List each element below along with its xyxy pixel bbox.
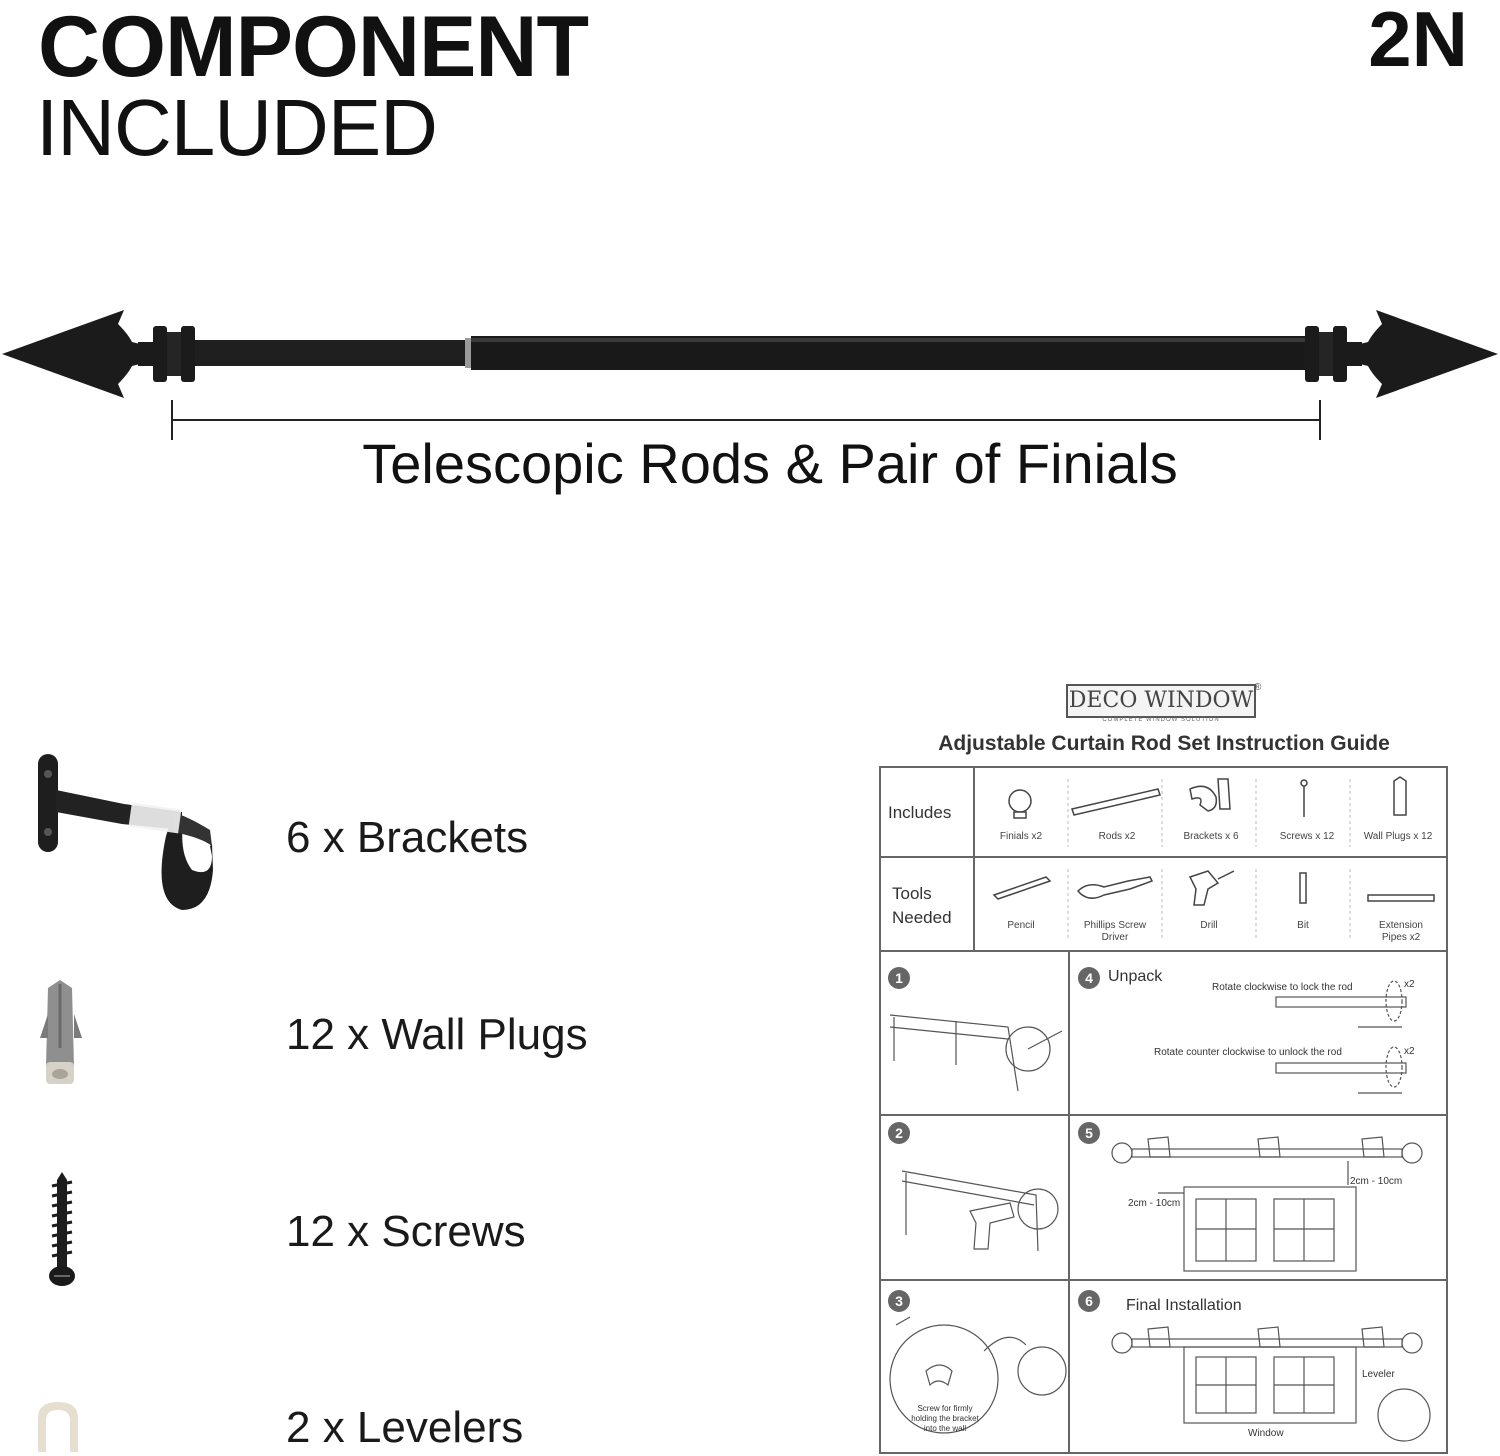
tool-screwdriver-line2: Driver [1101,932,1129,943]
leveler-note: Leveler [1362,1369,1395,1380]
screwdriver-icon [1076,876,1154,899]
include-wall-plugs: Wall Plugs x 12 [1363,831,1433,842]
tools-heading-line2: Needed [892,908,952,927]
drill-icon [1188,870,1220,906]
registered-mark: ® [1254,682,1262,693]
brand-tagline: COMPLETE WINDOW SOLUTION [1102,717,1220,723]
step-6-title: Final Installation [1126,1297,1242,1314]
step-5-badge: 5 [1078,1122,1100,1144]
component-wall-plugs: 12 x Wall Plugs [286,1010,588,1059]
right-finial-icon [1305,310,1498,398]
finial-icon [1008,789,1032,813]
tool-pencil: Pencil [1007,920,1035,931]
tool-extension-line2: Pipes x2 [1381,932,1421,943]
heading-component: COMPONENT [38,0,589,95]
rod-icon [1071,788,1161,816]
dimension-line [171,400,1321,440]
step-4-title: Unpack [1108,968,1163,985]
unlock-times: x2 [1404,1046,1415,1057]
step-2-badge: 2 [888,1122,910,1144]
step-3-badge: 3 [888,1290,910,1312]
pencil-icon [992,876,1052,900]
left-finial-icon [2,310,195,398]
screw-icon [49,1172,75,1286]
include-brackets: Brackets x 6 [1183,831,1239,842]
includes-heading: Includes [888,803,952,822]
step-6-badge: 6 [1078,1290,1100,1312]
component-brackets: 6 x Brackets [286,813,529,862]
step-1-badge: 1 [888,967,910,989]
include-rods: Rods x2 [1098,831,1136,842]
small-bracket-icon [1189,778,1231,812]
rod-joint [465,338,471,368]
rod-inner-left [195,340,465,366]
bit-icon [1299,872,1307,904]
tool-extension-line1: Extension [1379,920,1423,931]
include-screws: Screws x 12 [1279,831,1335,842]
heading-included: INCLUDED [36,83,438,172]
screw-note-line3: into the wall [923,1424,967,1433]
instruction-grid [879,766,1448,1454]
rod-caption: Telescopic Rods & Pair of Finials [362,432,1178,495]
screw-note-line1: Screw for firmly [917,1404,973,1413]
include-finials: Finials x2 [999,831,1043,842]
small-wall-plug-icon [1393,776,1407,816]
bracket-icon [38,754,213,910]
gap-right-note: 2cm - 10cm [1350,1176,1403,1187]
gap-left-note: 2cm - 10cm [1128,1198,1181,1209]
model-code: 2N [1368,0,1468,83]
lock-note: Rotate clockwise to lock the rod [1212,982,1353,993]
extension-pipe-icon [1367,894,1435,902]
brand-logo: DECO WINDOW [1066,684,1256,718]
guide-title: Adjustable Curtain Rod Set Instruction G… [938,732,1390,755]
lock-times: x2 [1404,979,1415,990]
screw-note-line2: holding the bracket [911,1414,979,1423]
window-note: Window [1248,1428,1284,1439]
unlock-note: Rotate counter clockwise to unlock the r… [1154,1047,1342,1058]
leveler-icon [38,1402,78,1452]
telescopic-rod-illustration [2,310,1498,440]
step-4-badge: 4 [1078,967,1100,989]
wall-plug-icon [40,980,82,1084]
tool-bit: Bit [1297,920,1309,931]
tool-screwdriver-line1: Phillips Screw [1083,920,1147,931]
tools-heading-line1: Tools [892,884,932,903]
component-levelers: 2 x Levelers [286,1403,524,1452]
tool-drill: Drill [1200,920,1218,931]
component-screws: 12 x Screws [286,1207,526,1256]
